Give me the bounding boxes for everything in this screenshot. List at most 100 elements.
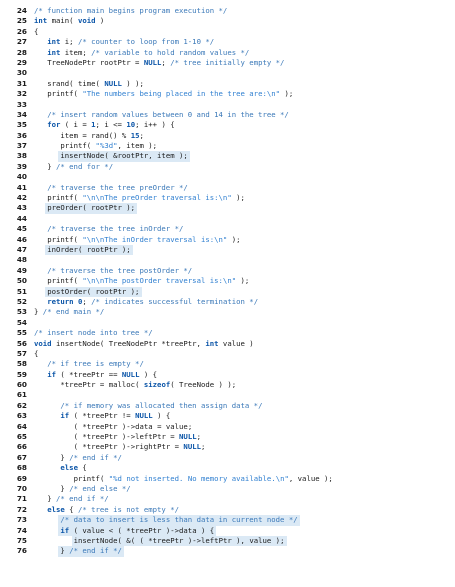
code-token: printf(: [47, 193, 83, 203]
line-number: 57: [16, 348, 27, 358]
highlight-bar: [58, 151, 190, 162]
code-token: /* function main begins program executio…: [34, 6, 228, 15]
code-token: ;: [161, 57, 171, 67]
code-token: ;: [196, 432, 202, 442]
line-number: 51: [16, 286, 27, 296]
code-text: int main( void ): [34, 16, 104, 26]
code-line: 48: [0, 255, 455, 265]
code-text: item = rand() % 15;: [60, 131, 144, 141]
code-line: 71} /* end if */: [0, 494, 455, 504]
code-token: ( *treePtr ==: [55, 369, 122, 379]
code-token: /* traverse the tree inOrder */: [47, 224, 184, 234]
code-line: 57 {: [0, 349, 455, 359]
code-token: /* variable to hold random values */: [91, 47, 250, 57]
code-text: {: [34, 27, 38, 37]
code-token: else: [47, 504, 65, 514]
code-line: 73/* data to insert is less than data in…: [0, 515, 455, 526]
code-token: /* insert random values between 0 and 14…: [47, 109, 289, 119]
line-number: 30: [16, 68, 27, 78]
code-token: int: [47, 47, 61, 57]
line-number: 48: [16, 255, 27, 265]
code-token: if: [60, 411, 70, 421]
code-token: }: [60, 483, 70, 493]
code-text: int i; /* counter to loop from 1-10 */: [47, 37, 214, 47]
code-token: ( *treePtr )->rightPtr =: [73, 442, 184, 452]
code-token: }: [34, 307, 43, 317]
code-text: srand( time( NULL ) );: [47, 79, 144, 89]
highlight-bar: [45, 203, 138, 214]
line-number: 39: [16, 161, 27, 171]
code-line: 53} /* end main */: [0, 307, 455, 317]
line-number: 29: [16, 57, 27, 67]
line-number: 46: [16, 234, 27, 244]
code-line: 64( *treePtr )->data = value;: [0, 422, 455, 432]
code-token: "\n\nThe inOrder traversal is:\n": [82, 234, 228, 244]
code-text: int item; /* variable to hold random val…: [47, 48, 249, 58]
code-token: NULL: [104, 78, 122, 88]
code-token: "\n\nThe preOrder traversal is:\n": [82, 193, 232, 203]
highlight-bar: [58, 546, 124, 557]
code-line: 58/* if tree is empty */: [0, 359, 455, 369]
code-text: postOrder( rootPtr );: [47, 287, 139, 297]
code-token: 10: [126, 120, 136, 130]
code-text: void insertNode( TreeNodePtr *treePtr, i…: [34, 339, 254, 349]
code-token: NULL: [121, 369, 140, 379]
line-number: 52: [16, 296, 27, 306]
code-token: insertNode( &( ( *treePtr )->leftPtr ), …: [73, 535, 285, 545]
highlight-bar: [71, 535, 287, 547]
code-token: printf(: [60, 141, 96, 151]
code-token: {: [64, 504, 78, 514]
code-line: 49 /* traverse the tree postOrder */: [0, 266, 455, 276]
line-number: 44: [16, 213, 27, 223]
code-line: 45/* traverse the tree inOrder */: [0, 224, 455, 234]
code-token: /* if tree is empty */: [47, 359, 144, 369]
code-token: "%3d": [95, 141, 118, 151]
code-text: *treePtr = malloc( sizeof( TreeNode ) );: [60, 380, 236, 390]
line-number: 40: [16, 172, 27, 182]
code-token: ( i =: [60, 120, 92, 130]
code-text: preOrder( rootPtr );: [47, 203, 135, 213]
line-number: 73: [16, 515, 27, 525]
highlight-bar: [58, 515, 300, 526]
code-token: );: [236, 276, 250, 286]
line-number: 49: [16, 265, 27, 275]
code-token: ): [95, 16, 105, 26]
code-token: postOrder( rootPtr );: [47, 286, 140, 296]
line-number: 26: [16, 26, 27, 36]
code-token: printf(: [47, 276, 83, 286]
line-number: 59: [16, 369, 27, 379]
line-number: 32: [16, 89, 27, 99]
code-token: insertNode( TreeNodePtr *treePtr,: [51, 338, 206, 348]
code-token: /* end else */: [69, 483, 131, 493]
code-line: 70} /* end else */: [0, 484, 455, 494]
code-token: /* end if */: [69, 546, 122, 556]
code-text: /* traverse the tree postOrder */: [47, 266, 192, 276]
code-token: *treePtr = malloc(: [60, 380, 144, 390]
code-token: else: [60, 463, 78, 473]
code-token: /* counter to loop from 1-10 */: [77, 37, 215, 47]
code-token: {: [34, 348, 39, 358]
code-token: }: [47, 494, 56, 504]
code-token: NULL: [179, 432, 197, 442]
line-number: 70: [16, 483, 27, 493]
line-number: 50: [16, 276, 27, 286]
line-number: 64: [16, 421, 27, 431]
code-line: 34/* insert random values between 0 and …: [0, 110, 455, 120]
code-token: ) );: [121, 78, 144, 88]
line-number: 38: [16, 151, 27, 161]
code-token: /* end if */: [55, 494, 109, 504]
code-text: else {: [60, 463, 86, 473]
code-text: ( *treePtr )->rightPtr = NULL;: [74, 442, 206, 452]
line-number: 71: [16, 494, 27, 504]
code-token: "%d not inserted. No memory available.\n…: [108, 473, 289, 483]
